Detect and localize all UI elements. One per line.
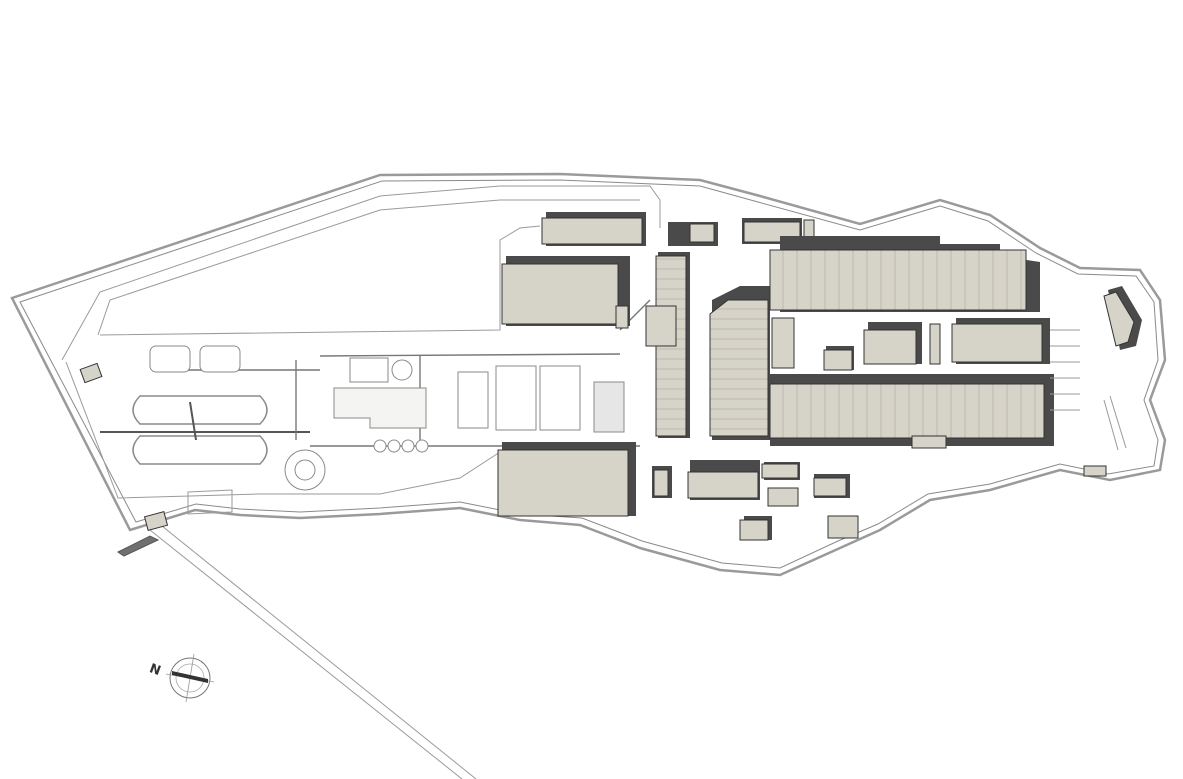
utility-structures (149, 345, 625, 453)
support-buildings-south (652, 460, 859, 541)
perimeter-road (61, 185, 661, 515)
north-arrow-icon (165, 653, 215, 703)
access-road (117, 525, 477, 779)
warehouse-west (501, 256, 630, 329)
office-block-mid (823, 322, 941, 371)
warehouse-north (541, 212, 646, 246)
guard-house-south (143, 511, 169, 531)
gate-building-east (1103, 286, 1142, 350)
production-hall-center (709, 286, 795, 440)
north-label: N (147, 661, 162, 679)
production-hall-northeast (769, 236, 1040, 312)
warehouse-south (497, 442, 636, 517)
office-block-east (951, 318, 1050, 364)
production-hall-southeast (769, 374, 1054, 449)
parking-area-east (1050, 329, 1127, 451)
water-basins (100, 395, 326, 491)
guard-house-north (79, 362, 103, 384)
guard-house-east (1083, 465, 1107, 477)
